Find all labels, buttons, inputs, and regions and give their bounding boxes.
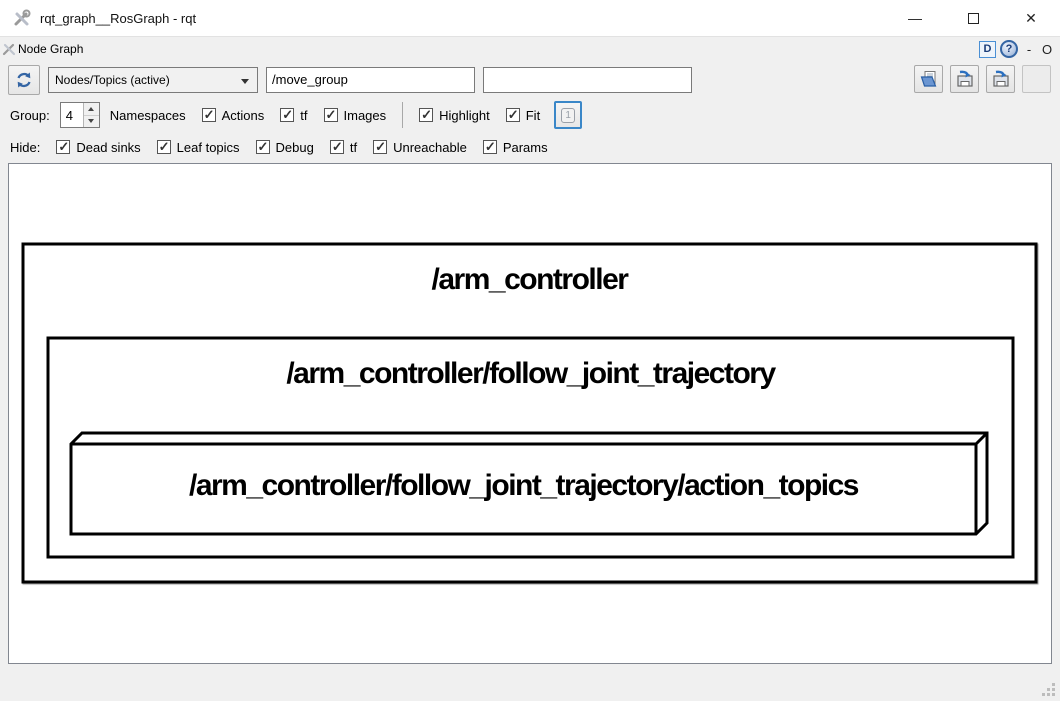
blank-toolbar-button bbox=[1022, 65, 1051, 93]
arrow-up-icon bbox=[88, 106, 95, 111]
checkbox-actions[interactable]: Actions bbox=[201, 107, 265, 123]
tf-group-checkbox-label: tf bbox=[300, 107, 308, 123]
refresh-icon bbox=[17, 72, 31, 87]
checkbox-fit[interactable]: Fit bbox=[505, 107, 541, 123]
group-spinbox-value: 4 bbox=[65, 107, 73, 123]
params-checkbox-label: Params bbox=[502, 139, 548, 155]
window-maximize-button[interactable] bbox=[944, 0, 1002, 36]
plugin-buttons: D ? - O bbox=[979, 37, 1054, 61]
fit-in-view-button[interactable] bbox=[554, 101, 583, 129]
save-svg-button[interactable] bbox=[986, 65, 1015, 93]
arrow-down-icon bbox=[88, 119, 95, 124]
options-toolbar: Group: 4 Namespaces Actions tf Images Hi… bbox=[0, 99, 1060, 131]
tf-group-checkbox[interactable] bbox=[280, 107, 295, 123]
images-checkbox-label: Images bbox=[343, 107, 387, 123]
plugin-help-icon[interactable]: ? bbox=[1000, 40, 1018, 58]
checkbox-tf-group[interactable]: tf bbox=[280, 107, 308, 123]
fit-checkbox-label: Fit bbox=[525, 107, 541, 123]
save-dot-icon bbox=[956, 70, 973, 87]
actions-checkbox-label: Actions bbox=[221, 107, 265, 123]
unreachable-checkbox[interactable] bbox=[373, 139, 388, 155]
save-svg-icon bbox=[992, 70, 1009, 87]
checkbox-unreachable[interactable]: Unreachable bbox=[373, 139, 467, 155]
outer-cluster-label: /arm_controller bbox=[431, 263, 629, 296]
window-title: rqt_graph__RosGraph - rqt bbox=[40, 10, 197, 26]
plugin-tools-icon bbox=[2, 42, 16, 56]
load-dot-button[interactable] bbox=[914, 65, 943, 93]
graph-type-dropdown[interactable]: Nodes/Topics (active) bbox=[48, 66, 258, 93]
graph-view-canvas[interactable]: /arm_controller /arm_controller/follow_j… bbox=[8, 163, 1052, 664]
checkbox-images[interactable]: Images bbox=[323, 107, 387, 123]
tf-hide-checkbox-label: tf bbox=[349, 139, 358, 155]
plugin-title-bar: Node Graph D ? - O bbox=[0, 36, 1060, 60]
plugin-title: Node Graph bbox=[18, 41, 84, 56]
dead-sinks-checkbox-label: Dead sinks bbox=[76, 139, 141, 155]
highlight-checkbox-label: Highlight bbox=[439, 107, 490, 123]
maximize-icon bbox=[967, 12, 979, 24]
highlight-checkbox[interactable] bbox=[419, 107, 434, 123]
group-spinbox[interactable]: 4 bbox=[59, 102, 100, 128]
toolbar-separator bbox=[402, 102, 404, 128]
debug-checkbox-label: Debug bbox=[275, 139, 314, 155]
window-close-button[interactable]: ✕ bbox=[1025, 9, 1037, 26]
group-label: Group: bbox=[10, 107, 50, 123]
images-checkbox[interactable] bbox=[323, 107, 338, 123]
action-topics-node-label: /arm_controller/follow_joint_trajectory/… bbox=[188, 469, 860, 502]
fit-in-view-icon bbox=[561, 107, 576, 123]
hide-label: Hide: bbox=[10, 139, 41, 155]
spin-up-button[interactable] bbox=[83, 103, 99, 116]
action-topics-box3d bbox=[69, 431, 989, 536]
spinbox-buttons bbox=[82, 103, 99, 127]
unreachable-checkbox-label: Unreachable bbox=[393, 139, 467, 155]
node-filter-input[interactable] bbox=[266, 66, 475, 93]
hide-toolbar: Hide: Dead sinks Leaf topics Debug tf Un… bbox=[0, 131, 1060, 163]
params-checkbox[interactable] bbox=[482, 139, 497, 155]
plugin-minimize-button[interactable]: - bbox=[1026, 41, 1032, 57]
window-minimize-button[interactable]: — bbox=[908, 10, 922, 26]
open-folder-icon bbox=[920, 71, 936, 87]
checkbox-tf-hide[interactable]: tf bbox=[329, 139, 358, 155]
leaf-topics-checkbox-label: Leaf topics bbox=[176, 139, 240, 155]
plugin-close-button[interactable]: O bbox=[1041, 41, 1053, 57]
save-dot-button[interactable] bbox=[950, 65, 979, 93]
leaf-topics-checkbox[interactable] bbox=[156, 139, 171, 155]
file-buttons bbox=[914, 65, 1051, 93]
spin-down-button[interactable] bbox=[83, 115, 99, 127]
fit-checkbox[interactable] bbox=[505, 107, 520, 123]
title-bar: rqt_graph__RosGraph - rqt — ✕ bbox=[0, 0, 1060, 36]
dead-sinks-checkbox[interactable] bbox=[56, 139, 71, 155]
chevron-down-icon bbox=[241, 78, 249, 84]
checkbox-params[interactable]: Params bbox=[482, 139, 548, 155]
middle-cluster-label: /arm_controller/follow_joint_trajectory bbox=[286, 357, 776, 390]
window-controls: — ✕ bbox=[886, 0, 1060, 36]
topic-filter-input[interactable] bbox=[483, 66, 692, 93]
tf-hide-checkbox[interactable] bbox=[329, 139, 344, 155]
actions-checkbox[interactable] bbox=[201, 107, 216, 123]
graph-shapes bbox=[21, 242, 1038, 584]
checkbox-leaf-topics[interactable]: Leaf topics bbox=[156, 139, 240, 155]
namespaces-label: Namespaces bbox=[109, 107, 186, 123]
checkbox-dead-sinks[interactable]: Dead sinks bbox=[56, 139, 141, 155]
refresh-button[interactable] bbox=[8, 64, 40, 95]
plugin-dock-button[interactable]: D bbox=[979, 40, 996, 58]
graph-type-selected-value: Nodes/Topics (active) bbox=[55, 72, 170, 87]
rqt-tools-icon bbox=[12, 8, 32, 28]
checkbox-highlight[interactable]: Highlight bbox=[419, 107, 490, 123]
debug-checkbox[interactable] bbox=[255, 139, 270, 155]
checkbox-debug[interactable]: Debug bbox=[255, 139, 314, 155]
resize-grip[interactable] bbox=[1052, 693, 1055, 696]
main-toolbar: Nodes/Topics (active) bbox=[0, 60, 1060, 99]
